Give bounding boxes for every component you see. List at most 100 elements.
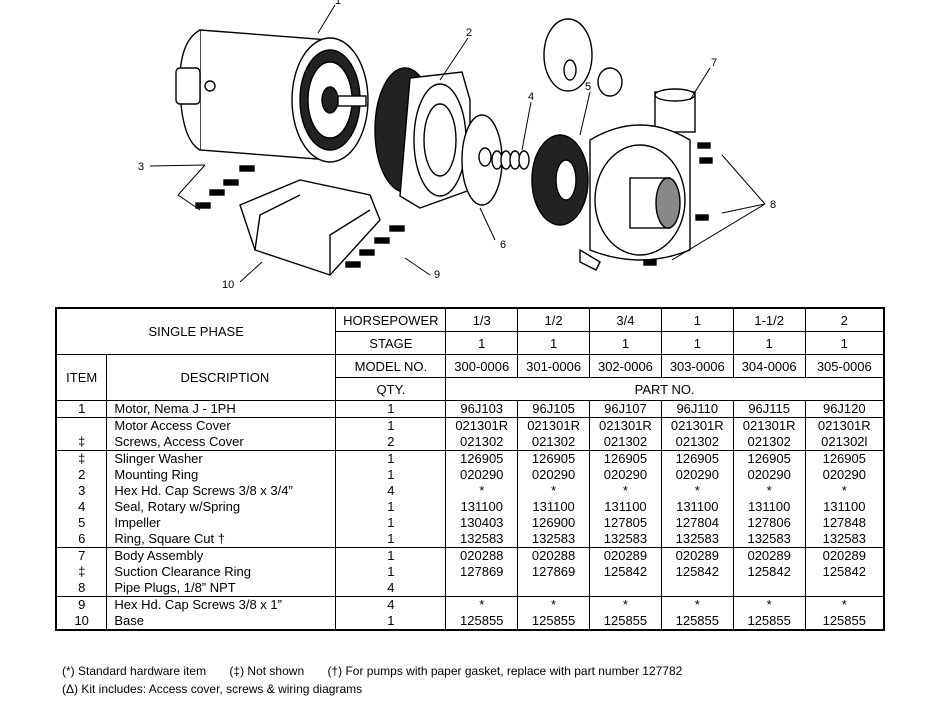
item-cell-line: 6 xyxy=(78,531,86,546)
qty-cell-line: 1 xyxy=(387,499,395,514)
description-cell-line: Impeller xyxy=(114,515,161,530)
footnote-line-1: (*) Standard hardware item (‡) Not shown… xyxy=(62,662,702,680)
item-cell: ‡ xyxy=(55,417,108,451)
part-number-cell-line: 020289 xyxy=(675,548,719,563)
stage-cell: 1 xyxy=(589,331,662,355)
part-number-cell: 96J120 xyxy=(804,400,885,418)
stage-cell: 1 xyxy=(804,331,885,355)
part-number-cell-line: 020290 xyxy=(747,467,791,482)
item-cell: 7‡8 xyxy=(55,547,108,597)
part-number-cell-line: 020290 xyxy=(460,467,504,482)
part-number-cell-line xyxy=(590,580,661,596)
part-number-cell-line: 96J103 xyxy=(460,401,504,416)
part-number-cell-line xyxy=(662,580,733,596)
qty-cell-line: 1 xyxy=(387,401,395,416)
parts-table: SINGLE PHASE HORSEPOWER 1/3 1/2 3/4 1 1-… xyxy=(55,307,885,631)
description-header: DESCRIPTION xyxy=(106,354,337,401)
part-number-cell-line: 021301R xyxy=(599,418,652,433)
part-number-cell-line: 020289 xyxy=(603,548,648,563)
item-header: ITEM xyxy=(55,354,108,401)
part-number-cell-line: * xyxy=(479,597,485,612)
footnote-kit: (Δ) Kit includes: Access cover, screws &… xyxy=(62,682,363,696)
part-number-cell-line: 020290 xyxy=(675,467,719,482)
part-number-cell-line: 126905 xyxy=(531,451,576,466)
part-number-cell-line: 132583 xyxy=(603,531,648,546)
item-cell-line: 8 xyxy=(78,580,86,595)
motor xyxy=(175,29,369,163)
qty-cell-line: 1 xyxy=(387,451,395,466)
part-number-cell-line: 021301R xyxy=(527,418,580,433)
part-number-cell-line xyxy=(446,580,517,596)
hp-cell: 1/3 xyxy=(445,307,519,332)
part-number-cell-line: 125855 xyxy=(675,613,719,628)
description-cell-line: Pipe Plugs, 1/8” NPT xyxy=(114,580,236,595)
description-cell: Hex Hd. Cap Screws 3/8 x 1”Base xyxy=(106,596,337,631)
description-cell-line: Motor Access Cover xyxy=(114,418,231,433)
part-number-cell-line: 127805 xyxy=(603,515,648,530)
part-number-cell: *125855 xyxy=(517,596,591,631)
part-number-cell-line: 132583 xyxy=(675,531,719,546)
part-number-cell-line: 130403 xyxy=(460,515,504,530)
part-number-cell-line: 127869 xyxy=(460,564,504,579)
part-number-cell-line: 021301R xyxy=(817,418,871,433)
model-cell: 300-0006 xyxy=(445,354,519,378)
part-number-cell-line: 126905 xyxy=(460,451,504,466)
callout-4: 4 xyxy=(528,91,534,103)
part-number-cell-line: 96J115 xyxy=(748,401,790,416)
callout-5: 5 xyxy=(585,81,591,93)
model-cell: 302-0006 xyxy=(589,354,662,378)
part-number-cell-line: 127806 xyxy=(747,515,791,530)
part-number-cell-line: 125855 xyxy=(822,613,866,628)
hp-cell: 1 xyxy=(660,307,734,332)
qty-header: QTY. xyxy=(335,377,447,401)
item-cell-line: 1 xyxy=(78,401,86,416)
callout-8: 8 xyxy=(770,199,776,211)
model-cell: 305-0006 xyxy=(804,354,885,378)
part-number-cell-line: 132583 xyxy=(822,531,866,546)
part-number-cell-line: * xyxy=(551,483,557,498)
part-number-cell: *125855 xyxy=(589,596,662,631)
part-number-cell-line: 132583 xyxy=(747,531,791,546)
screws xyxy=(195,142,713,268)
part-number-cell-line: 131100 xyxy=(604,499,647,514)
part-number-cell-line: 020290 xyxy=(603,467,648,482)
description-cell-line: Ring, Square Cut † xyxy=(114,531,225,546)
part-number-cell-line: 020290 xyxy=(822,467,866,482)
part-number-cell-line: 020288 xyxy=(460,548,504,563)
part-number-cell-line: 126905 xyxy=(675,451,719,466)
hp-cell: 2 xyxy=(804,307,885,332)
part-number-cell-line: 021302 xyxy=(531,434,576,449)
part-number-cell-line: 021302 xyxy=(603,434,648,449)
item-cell-line: 5 xyxy=(78,515,86,530)
part-number-cell-line: 131100 xyxy=(747,499,791,514)
footnote-not-shown: (‡) Not shown xyxy=(229,664,305,678)
part-number-cell: 96J110 xyxy=(660,400,734,418)
part-number-cell-line: 021302 xyxy=(747,434,791,449)
description-cell-line: Hex Hd. Cap Screws 3/8 x 1” xyxy=(114,597,282,612)
part-number-cell-line xyxy=(734,580,805,596)
part-number-cell-line: 125855 xyxy=(460,613,504,628)
item-cell-line: ‡ xyxy=(78,564,86,579)
item-cell-line: 10 xyxy=(74,613,89,628)
part-number-cell-line: 021301R xyxy=(455,418,509,433)
part-number-cell-line: 021302 xyxy=(675,434,719,449)
stage-cell: 1 xyxy=(732,331,806,355)
footnote-paper-gasket: (†) For pumps with paper gasket, replace… xyxy=(327,664,683,678)
part-number-cell-line: 127804 xyxy=(675,515,719,530)
part-number-cell-line: 125855 xyxy=(747,613,791,628)
part-number-cell-line: 126905 xyxy=(603,451,648,466)
part-number-cell-line: * xyxy=(479,483,485,498)
